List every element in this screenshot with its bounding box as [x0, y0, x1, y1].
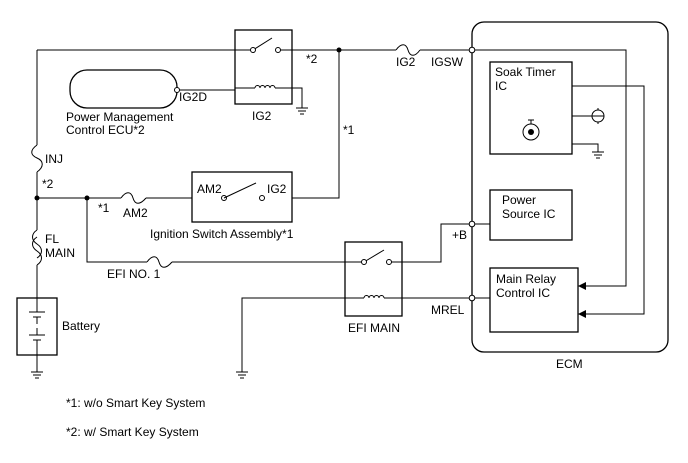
note-with-smart-key: *2: w/ Smart Key System — [66, 425, 199, 439]
fuse-am2 — [120, 192, 147, 204]
efi-main-relay — [344, 241, 403, 317]
marker-no-smart-key-am2: *1 — [98, 201, 110, 215]
fuse-efi-no1 — [146, 256, 173, 268]
ig2-fuse-label: IG2 — [396, 55, 416, 69]
main-relay-control-ic — [489, 267, 579, 333]
battery — [16, 297, 58, 356]
igsw-terminal-label: IGSW — [431, 55, 464, 69]
power-management-ecu — [69, 69, 180, 109]
main-relay-label-1: Main Relay — [496, 272, 556, 286]
ignition-ig2-label: IG2 — [267, 182, 287, 196]
ig2-relay — [234, 29, 293, 105]
plus-b-terminal-label: +B — [452, 228, 467, 242]
marker-smart-key-ig2: *2 — [306, 52, 318, 66]
efi-main-relay-label: EFI MAIN — [348, 321, 400, 335]
power-source-ic — [489, 189, 573, 241]
junctions — [34, 47, 342, 201]
soak-timer-label-1: Soak Timer — [495, 65, 556, 79]
ecm-label: ECM — [556, 357, 583, 371]
wires — [31, 49, 645, 379]
ignition-am2-label: AM2 — [197, 182, 222, 196]
arrow-icon — [578, 282, 586, 290]
power-mgmt-label-1: Power Management — [66, 110, 174, 124]
ignition-switch-label: Ignition Switch Assembly*1 — [150, 227, 294, 241]
marker-smart-key-bus: *2 — [42, 177, 54, 191]
signal-arrows — [578, 282, 586, 318]
power-mgmt-label-2: Control ECU*2 — [66, 123, 145, 137]
inj-fuse-label: INJ — [45, 152, 63, 166]
efi-no1-fuse-label: EFI NO. 1 — [107, 267, 161, 281]
fl-main-label-2: MAIN — [45, 246, 75, 260]
ecm — [468, 21, 669, 353]
ig2-relay-label: IG2 — [252, 109, 272, 123]
soak-timer-ic — [489, 61, 573, 155]
ig2d-terminal-label: IG2D — [179, 90, 207, 104]
fuse-fl-main — [32, 229, 42, 266]
soak-timer-label-2: IC — [495, 79, 507, 93]
fuse-inj — [31, 144, 43, 173]
fl-main-label-1: FL — [45, 232, 59, 246]
fuse-ig2 — [395, 44, 421, 56]
mrel-terminal-label: MREL — [431, 303, 465, 317]
marker-no-smart-key-ig2: *1 — [343, 123, 355, 137]
note-without-smart-key: *1: w/o Smart Key System — [66, 396, 205, 410]
battery-label: Battery — [62, 319, 100, 333]
power-source-label-2: Source IC — [502, 207, 556, 221]
timer-icon — [522, 119, 540, 141]
ignition-switch-assembly — [191, 171, 293, 223]
power-source-label-1: Power — [502, 193, 536, 207]
am2-fuse-label: AM2 — [123, 206, 148, 220]
labels: Power Management Control ECU*2 IG2D IG2 … — [42, 52, 583, 439]
main-relay-label-2: Control IC — [496, 286, 550, 300]
arrow-icon — [578, 310, 586, 318]
